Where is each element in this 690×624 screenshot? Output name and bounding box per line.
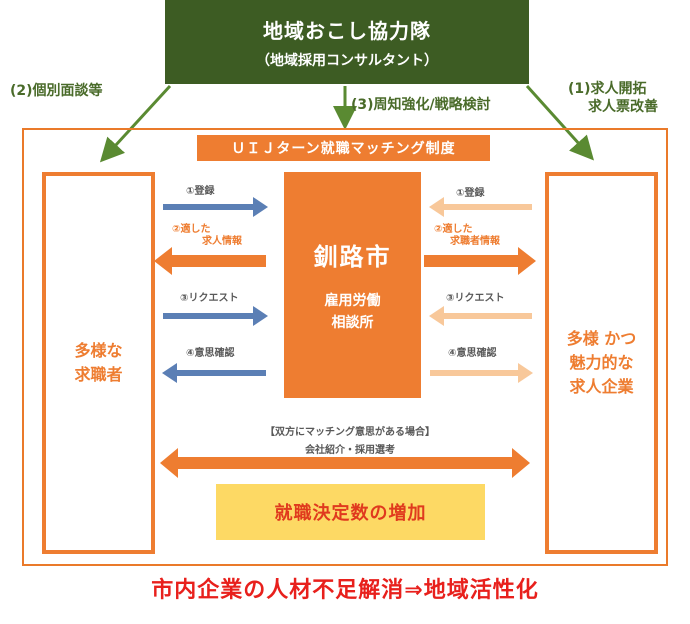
right-flow-4-arrow bbox=[430, 363, 533, 383]
support-label-interviews: (2)個別面談等 bbox=[10, 83, 103, 99]
mutual-matching-action: 会社紹介・採用選考 bbox=[305, 445, 395, 456]
employment-office-name-line2: 相談所 bbox=[331, 314, 374, 331]
result-box: 就職決定数の増加 bbox=[216, 484, 485, 540]
left-flow-4-arrow bbox=[162, 363, 266, 383]
mutual-matching-condition: 【双方にマッチング意思がある場合】 bbox=[265, 427, 435, 438]
matching-system-frame bbox=[22, 128, 668, 566]
right-flow-2-label-line1: ②適した bbox=[434, 224, 473, 235]
left-flow-3-label: ③リクエスト bbox=[180, 293, 239, 304]
right-flow-4-label: ④意思確認 bbox=[448, 348, 497, 359]
left-flow-1-arrow bbox=[163, 197, 268, 217]
right-flow-1-label: ①登録 bbox=[456, 188, 485, 199]
companies-line2: 魅力的な bbox=[569, 353, 634, 372]
community-cooperator-box: 地域おこし協力隊 （地域採用コンサルタント） bbox=[165, 0, 529, 84]
green-arrow-to-seekers bbox=[99, 84, 172, 163]
employment-office-box: 釧路市 雇用労働 相談所 bbox=[284, 172, 421, 398]
right-flow-2-arrow bbox=[424, 247, 536, 275]
job-seekers-line1: 多様な bbox=[74, 341, 123, 360]
community-cooperator-title: 地域おこし協力隊 bbox=[263, 18, 431, 43]
left-flow-4-label: ④意思確認 bbox=[186, 348, 235, 359]
companies-line1: 多様 かつ bbox=[566, 329, 637, 348]
mutual-double-arrow bbox=[160, 448, 530, 478]
bottom-slogan: 市内企業の人材不足解消⇒地域活性化 bbox=[151, 578, 539, 603]
mutual-matching-label: 【双方にマッチング意思がある場合】 会社紹介・採用選考 bbox=[230, 424, 470, 460]
community-cooperator-subtitle: （地域採用コンサルタント） bbox=[256, 52, 438, 69]
left-flow-1-label: ①登録 bbox=[186, 186, 215, 197]
left-flow-3-arrow bbox=[163, 306, 268, 326]
right-flow-2-label-line2: 求職者情報 bbox=[450, 236, 500, 247]
employment-office-name: 雇用労働 相談所 bbox=[325, 290, 381, 334]
employment-office-name-line1: 雇用労働 bbox=[324, 292, 381, 309]
left-flow-2-label: ②適した 求人情報 bbox=[172, 224, 242, 248]
matching-system-banner: ＵＩＪターン就職マッチング制度 bbox=[197, 135, 490, 161]
employment-office-city: 釧路市 bbox=[313, 242, 392, 271]
right-flow-3-label: ③リクエスト bbox=[446, 293, 505, 304]
companies-box: 多様 かつ 魅力的な 求人企業 bbox=[545, 172, 658, 554]
support-label-job-development-line2: 求人票改善 bbox=[588, 99, 658, 115]
support-label-promotion: (3)周知強化/戦略検討 bbox=[351, 97, 491, 113]
right-flow-3-arrow bbox=[429, 306, 532, 326]
support-label-job-development: (1)求人開拓 求人票改善 bbox=[568, 80, 658, 116]
job-seekers-box: 多様な 求職者 bbox=[42, 172, 155, 554]
companies-line3: 求人企業 bbox=[569, 377, 634, 396]
left-flow-2-arrow bbox=[154, 247, 266, 275]
right-flow-2-label: ②適した 求職者情報 bbox=[434, 224, 500, 248]
right-flow-1-arrow bbox=[429, 197, 532, 217]
support-label-job-development-line1: (1)求人開拓 bbox=[568, 81, 647, 97]
left-flow-2-label-line1: ②適した bbox=[172, 224, 211, 235]
left-flow-2-label-line2: 求人情報 bbox=[202, 236, 242, 247]
job-seekers-line2: 求職者 bbox=[74, 365, 123, 384]
green-arrow-to-companies bbox=[525, 84, 595, 161]
